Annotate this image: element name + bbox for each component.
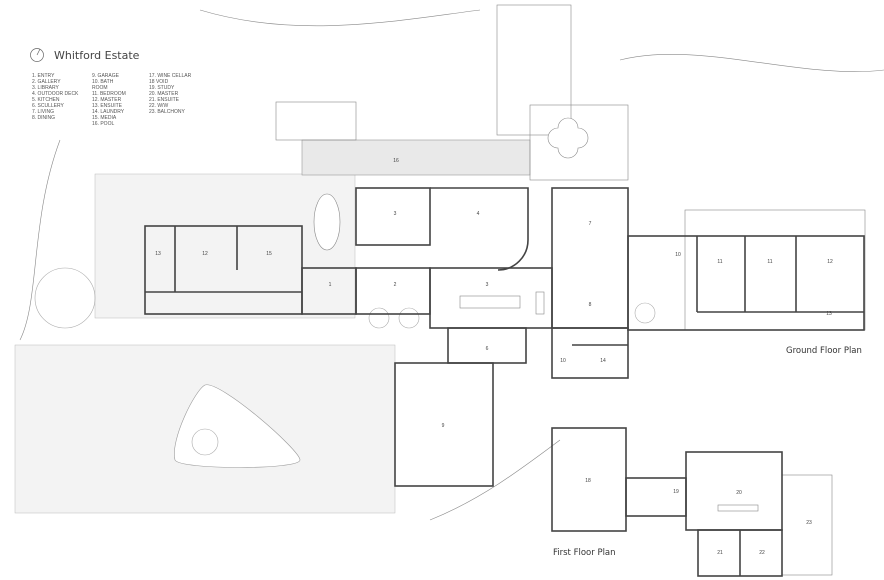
landscape	[14, 4, 866, 576]
legend-item: 17. WINE CELLAR	[149, 73, 192, 79]
room-label: 12	[827, 259, 833, 265]
room-label: 22	[759, 550, 765, 556]
room-label: 15	[266, 251, 272, 257]
legend-item: 2. GALLERY	[32, 79, 61, 85]
legend-item: 4. OUTDOOR DECK	[32, 91, 79, 97]
legend-item: 14. LAUNDRY	[92, 109, 125, 115]
first-floor-plan-label: First Floor Plan	[553, 548, 616, 558]
room-labels: 16 3 4 13 12 15 1 2 3 7 8 6 10 14 9 10 1…	[155, 158, 833, 556]
pool	[301, 139, 531, 176]
legend-item: 23. BALCHONY	[149, 109, 186, 115]
legend-item: 16. POOL	[92, 121, 114, 127]
legend-item: 15. MEDIA	[92, 115, 117, 121]
legend-item: 18 VOID	[149, 79, 169, 85]
legend-item: 10. BATH	[92, 79, 114, 85]
room-label: 19	[673, 489, 679, 495]
room-label: 13	[155, 251, 161, 257]
legend-item: 12. MASTER	[92, 97, 122, 103]
room-label: 23	[806, 520, 812, 526]
room-label: 3	[394, 211, 397, 217]
legend-item: ROOM	[92, 85, 108, 91]
room-label: 13	[826, 311, 832, 317]
room-label: 16	[393, 158, 399, 164]
room-label: 21	[717, 550, 723, 556]
site-contours	[19, 9, 884, 521]
room-label: 14	[600, 358, 606, 364]
legend-item: 1. ENTRY	[32, 73, 55, 79]
room-label: 10	[675, 252, 681, 258]
room-label: 8	[589, 302, 592, 308]
room-label: 18	[585, 478, 591, 484]
room-label: 9	[442, 423, 445, 429]
legend-item: 3. LIBRARY	[32, 85, 60, 91]
legend-item: 22. W/W	[149, 103, 168, 109]
legend-item: 19. STUDY	[149, 85, 175, 91]
ground-floor-walls	[144, 187, 865, 487]
legend-item: 20. MASTER	[149, 91, 179, 97]
ground-floor-plan-label: Ground Floor Plan	[786, 346, 862, 356]
legend-item: 9. GARAGE	[92, 73, 120, 79]
first-floor-walls	[551, 427, 783, 577]
plan-title: Whitford Estate	[54, 49, 140, 62]
room-label: 3	[486, 282, 489, 288]
legend-item: 8. DINING	[32, 115, 55, 121]
room-label: 20	[736, 490, 742, 496]
room-label: 7	[589, 221, 592, 227]
legend: 1. ENTRY 2. GALLERY 3. LIBRARY 4. OUTDOO…	[32, 73, 192, 127]
room-label: 11	[717, 259, 722, 265]
room-label: 6	[486, 346, 489, 352]
room-label: 4	[477, 211, 480, 217]
legend-item: 21. ENSUITE	[149, 97, 180, 103]
room-label: 10	[560, 358, 566, 364]
room-label: 12	[202, 251, 208, 257]
legend-item: 11. BEDROOM	[92, 91, 126, 97]
room-label: 11	[767, 259, 772, 265]
tree-icon	[34, 267, 96, 329]
legend-item: 5. KITCHEN	[32, 97, 60, 103]
room-label: 1	[329, 282, 332, 288]
legend-item: 7. LIVING	[32, 109, 54, 115]
north-compass-icon	[30, 48, 44, 62]
room-label: 2	[394, 282, 397, 288]
legend-item: 13. ENSUITE	[92, 103, 123, 109]
legend-item: 6. SCULLERY	[32, 103, 65, 109]
